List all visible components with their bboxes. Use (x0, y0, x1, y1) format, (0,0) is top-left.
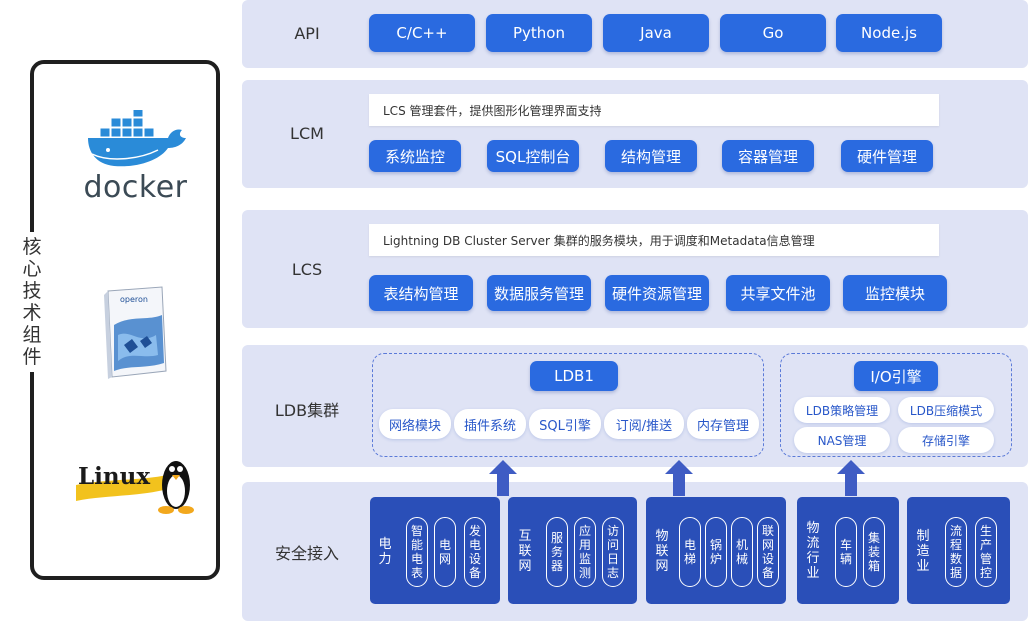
lcm-description: LCS 管理套件，提供图形化管理界面支持 (369, 94, 939, 126)
lcm-hardware-button[interactable]: 硬件管理 (841, 140, 933, 172)
lcs-data-service-button[interactable]: 数据服务管理 (487, 275, 591, 311)
industry-block-manufacturing: 制造业 流程数据 生产管控 (907, 497, 1010, 604)
up-arrow-icon (665, 460, 693, 496)
item-app-monitor[interactable]: 应用监测 (574, 517, 596, 587)
item-process-data[interactable]: 流程数据 (945, 517, 967, 587)
up-arrow-icon (489, 460, 517, 496)
lcs-hw-resource-button[interactable]: 硬件资源管理 (605, 275, 709, 311)
api-java-button[interactable]: Java (603, 14, 709, 52)
ldb1-group (372, 353, 764, 457)
api-go-button[interactable]: Go (720, 14, 826, 52)
security-layer-title: 安全接入 (274, 544, 339, 563)
ldb1-title-button[interactable]: LDB1 (530, 361, 618, 391)
item-power-equipment[interactable]: 发电设备 (464, 517, 486, 587)
io-compression-mode[interactable]: LDB压缩模式 (898, 397, 994, 423)
industry-block-power: 电力 智能电表 电网 发电设备 (370, 497, 500, 604)
lcm-system-monitor-button[interactable]: 系统监控 (369, 140, 461, 172)
industry-name: 制造业 (916, 529, 930, 574)
io-storage-engine[interactable]: 存储引擎 (898, 427, 994, 453)
ldb1-memory-mgmt[interactable]: 内存管理 (687, 409, 759, 439)
item-boiler[interactable]: 锅炉 (705, 517, 727, 587)
docker-wordmark: docker (83, 170, 188, 205)
core-label-char: 核 (22, 236, 42, 258)
lcs-monitor-button[interactable]: 监控模块 (843, 275, 947, 311)
item-grid[interactable]: 电网 (434, 517, 456, 587)
core-components-label: 核 心 技 术 组 件 (20, 232, 44, 372)
lcm-layer-title: LCM (290, 124, 324, 143)
item-networked-device[interactable]: 联网设备 (757, 517, 779, 587)
book-title: operon (120, 295, 148, 304)
industry-name: 互联网 (518, 529, 532, 574)
core-label-char: 组 (22, 324, 42, 346)
ldb1-plugin-system[interactable]: 插件系统 (454, 409, 526, 439)
io-engine-group (780, 353, 1012, 457)
industry-block-iot: 物联网 电梯 锅炉 机械 联网设备 (646, 497, 786, 604)
ldb1-sql-engine[interactable]: SQL引擎 (529, 409, 601, 439)
operon-book-logo: operon (100, 285, 170, 380)
linux-wordmark: Linux (78, 463, 151, 490)
item-access-log[interactable]: 访问日志 (602, 517, 624, 587)
lcm-container-button[interactable]: 容器管理 (722, 140, 814, 172)
tux-icon (76, 461, 194, 514)
lcs-description: Lightning DB Cluster Server 集群的服务模块，用于调度… (369, 224, 939, 256)
item-elevator[interactable]: 电梯 (679, 517, 701, 587)
item-container[interactable]: 集装箱 (863, 517, 885, 587)
item-vehicle[interactable]: 车辆 (835, 517, 857, 587)
linux-logo: Linux (76, 455, 196, 515)
api-layer: API C/C++ Python Java Go Node.js (242, 0, 1028, 68)
api-layer-title: API (294, 24, 320, 43)
lcm-structure-button[interactable]: 结构管理 (605, 140, 697, 172)
industry-name: 电力 (378, 537, 392, 567)
io-policy-mgmt[interactable]: LDB策略管理 (794, 397, 890, 423)
lcs-layer: LCS Lightning DB Cluster Server 集群的服务模块，… (242, 210, 1028, 328)
industry-block-internet: 互联网 服务器 应用监测 访问日志 (508, 497, 637, 604)
api-nodejs-button[interactable]: Node.js (836, 14, 942, 52)
item-machinery[interactable]: 机械 (731, 517, 753, 587)
ldb1-network-module[interactable]: 网络模块 (379, 409, 451, 439)
io-nas-mgmt[interactable]: NAS管理 (794, 427, 890, 453)
docker-logo: docker (78, 107, 193, 205)
lcm-sql-console-button[interactable]: SQL控制台 (487, 140, 579, 172)
lcs-layer-title: LCS (291, 260, 323, 279)
item-production-control[interactable]: 生产管控 (975, 517, 997, 587)
item-smart-meter[interactable]: 智能电表 (406, 517, 428, 587)
lcm-layer: LCM LCS 管理套件，提供图形化管理界面支持 系统监控 SQL控制台 结构管… (242, 80, 1028, 188)
lcs-schema-button[interactable]: 表结构管理 (369, 275, 473, 311)
industry-block-logistics: 物流行业 车辆 集装箱 (797, 497, 899, 604)
industry-name: 物流行业 (806, 521, 820, 581)
item-server[interactable]: 服务器 (546, 517, 568, 587)
lcs-file-pool-button[interactable]: 共享文件池 (726, 275, 830, 311)
core-label-char: 件 (22, 346, 42, 368)
api-cpp-button[interactable]: C/C++ (369, 14, 475, 52)
api-python-button[interactable]: Python (486, 14, 592, 52)
industry-name: 物联网 (655, 529, 669, 574)
docker-whale-icon (88, 107, 186, 167)
up-arrow-icon (837, 460, 865, 496)
ldb1-pubsub[interactable]: 订阅/推送 (604, 409, 684, 439)
ldb-cluster-layer: LDB集群 LDB1 网络模块 插件系统 SQL引擎 订阅/推送 内存管理 I/… (242, 345, 1028, 467)
io-engine-title-button[interactable]: I/O引擎 (854, 361, 938, 391)
core-label-char: 术 (22, 302, 42, 324)
ldb-layer-title: LDB集群 (274, 401, 340, 420)
core-label-char: 技 (22, 280, 42, 302)
core-label-char: 心 (22, 258, 42, 280)
